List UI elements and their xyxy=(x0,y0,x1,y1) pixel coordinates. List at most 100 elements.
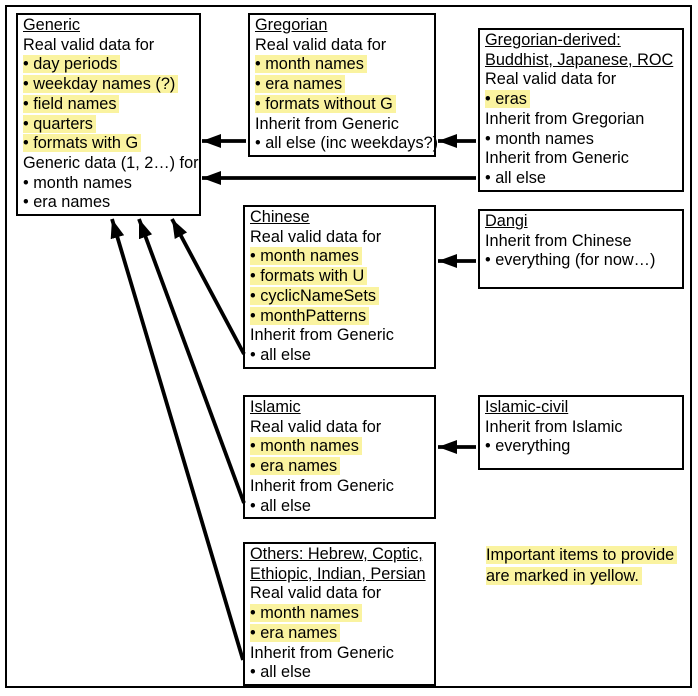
box-title-line: Islamic-civil xyxy=(485,398,677,418)
box-title-line: Gregorian-derived: xyxy=(485,31,677,51)
box-title-text: Chinese xyxy=(250,208,310,226)
box-title-line: Dangi xyxy=(485,212,677,232)
plain-text: • all else xyxy=(485,168,546,187)
box-line: • month names xyxy=(485,130,677,150)
plain-text: Inherit from Generic xyxy=(250,326,394,345)
box-line: • all else xyxy=(250,497,429,517)
box-others: Others: Hebrew, Coptic, Ethiopic, Indian,… xyxy=(243,542,436,686)
box-title-text: Gregorian-derived: xyxy=(485,31,621,49)
highlighted-text: • field names xyxy=(23,94,120,113)
box-line: • all else xyxy=(250,663,429,683)
highlighted-text: • month names xyxy=(250,604,362,623)
highlighted-text: • monthPatterns xyxy=(250,306,370,325)
plain-text: • all else (inc weekdays?) xyxy=(255,134,439,153)
highlighted-text: • month names xyxy=(250,247,362,266)
plain-text: Real valid data for xyxy=(485,70,617,89)
box-line: • formats with G xyxy=(23,134,194,154)
highlighted-text: • era names xyxy=(250,623,341,642)
box-line: • month names xyxy=(250,437,429,457)
box-line: • weekday names (?) xyxy=(23,75,194,95)
box-line: Inherit from Generic xyxy=(255,115,429,135)
plain-text: Inherit from Gregorian xyxy=(485,109,645,128)
box-line: • era names xyxy=(255,75,429,95)
plain-text: • everything (for now…) xyxy=(485,251,656,270)
box-line: Real valid data for xyxy=(23,36,194,56)
highlighted-text: • formats with U xyxy=(250,267,368,286)
box-line: • formats with U xyxy=(250,267,429,287)
plain-text: Real valid data for xyxy=(250,584,382,603)
legend-note-text: Important items to provide xyxy=(486,546,678,564)
box-line: Real valid data for xyxy=(485,70,677,90)
plain-text: • month names xyxy=(23,173,132,192)
legend-note-line: are marked in yellow. xyxy=(486,566,677,587)
box-line: • era names xyxy=(250,623,429,644)
box-line: • all else (inc weekdays?) xyxy=(255,134,438,154)
box-title-line: Others: Hebrew, Coptic, xyxy=(250,545,429,565)
box-title-text: Others: Hebrew, Coptic, xyxy=(250,545,423,563)
box-line: • month names xyxy=(250,604,429,624)
box-line: Generic data (1, 2…) for xyxy=(23,154,199,174)
box-title-text: Dangi xyxy=(485,212,528,230)
box-title-line: Ethiopic, Indian, Persian xyxy=(250,565,429,585)
box-gregorian-derived: Gregorian-derived:Buddhist, Japanese, RO… xyxy=(478,28,684,192)
highlighted-text: • weekday names (?) xyxy=(23,75,179,94)
box-line: • month names xyxy=(255,55,429,75)
box-title-line: Gregorian xyxy=(255,16,429,36)
box-line: • field names xyxy=(23,94,194,115)
box-line: • eras xyxy=(485,90,677,110)
plain-text: Inherit from Generic xyxy=(250,643,394,662)
plain-text: • everything xyxy=(485,437,571,456)
box-line: • monthPatterns xyxy=(250,306,429,327)
plain-text: Inherit from Generic xyxy=(250,476,394,495)
box-line: • formats without G xyxy=(255,94,429,115)
box-line: • era names xyxy=(23,193,194,213)
box-line: • everything (for now…) xyxy=(485,251,677,271)
box-line: Real valid data for xyxy=(250,228,429,248)
plain-text: • all else xyxy=(250,663,311,682)
highlighted-text: • era names xyxy=(250,457,341,476)
highlighted-text: • cyclicNameSets xyxy=(250,286,380,305)
box-title-line: Generic xyxy=(23,16,194,36)
plain-text: Inherit from Generic xyxy=(485,149,629,168)
box-line: Inherit from Generic xyxy=(250,644,429,664)
outer-border xyxy=(5,5,692,688)
box-line: Inherit from Chinese xyxy=(485,232,677,252)
plain-text: Real valid data for xyxy=(23,35,155,54)
box-line: • quarters xyxy=(23,114,194,135)
box-line: • month names xyxy=(250,247,429,267)
highlighted-text: • eras xyxy=(485,90,530,109)
legend-note-text: are marked in yellow. xyxy=(486,566,642,585)
box-title-text: Islamic-civil xyxy=(485,398,569,416)
box-line: Inherit from Gregorian xyxy=(485,110,677,130)
legend-note-line: Important items to provide xyxy=(486,545,678,566)
plain-text: Generic data (1, 2…) for xyxy=(23,153,199,172)
plain-text: Inherit from Chinese xyxy=(485,231,632,250)
box-line: • day periods xyxy=(23,55,194,75)
box-title-text: Islamic xyxy=(250,398,301,416)
plain-text: Real valid data for xyxy=(250,417,382,436)
plain-text: Real valid data for xyxy=(250,227,382,246)
box-line: Inherit from Islamic xyxy=(485,418,677,438)
box-line: Real valid data for xyxy=(250,584,429,604)
highlighted-text: • formats with G xyxy=(23,134,142,153)
highlighted-text: • formats without G xyxy=(255,94,396,113)
highlighted-text: • month names xyxy=(255,55,367,74)
highlighted-text: • day periods xyxy=(23,55,121,74)
box-line: Inherit from Generic xyxy=(250,477,429,497)
box-line: • all else xyxy=(250,346,429,366)
box-line: • month names xyxy=(23,174,194,194)
plain-text: • all else xyxy=(250,496,311,515)
box-line: Inherit from Generic xyxy=(250,326,429,346)
plain-text: • era names xyxy=(23,193,111,212)
highlighted-text: • quarters xyxy=(23,114,96,133)
box-line: Real valid data for xyxy=(250,418,429,438)
highlighted-text: • month names xyxy=(250,437,362,456)
box-title-line: Islamic xyxy=(250,398,429,418)
box-title-line: Chinese xyxy=(250,208,429,228)
plain-text: Inherit from Generic xyxy=(255,114,399,133)
